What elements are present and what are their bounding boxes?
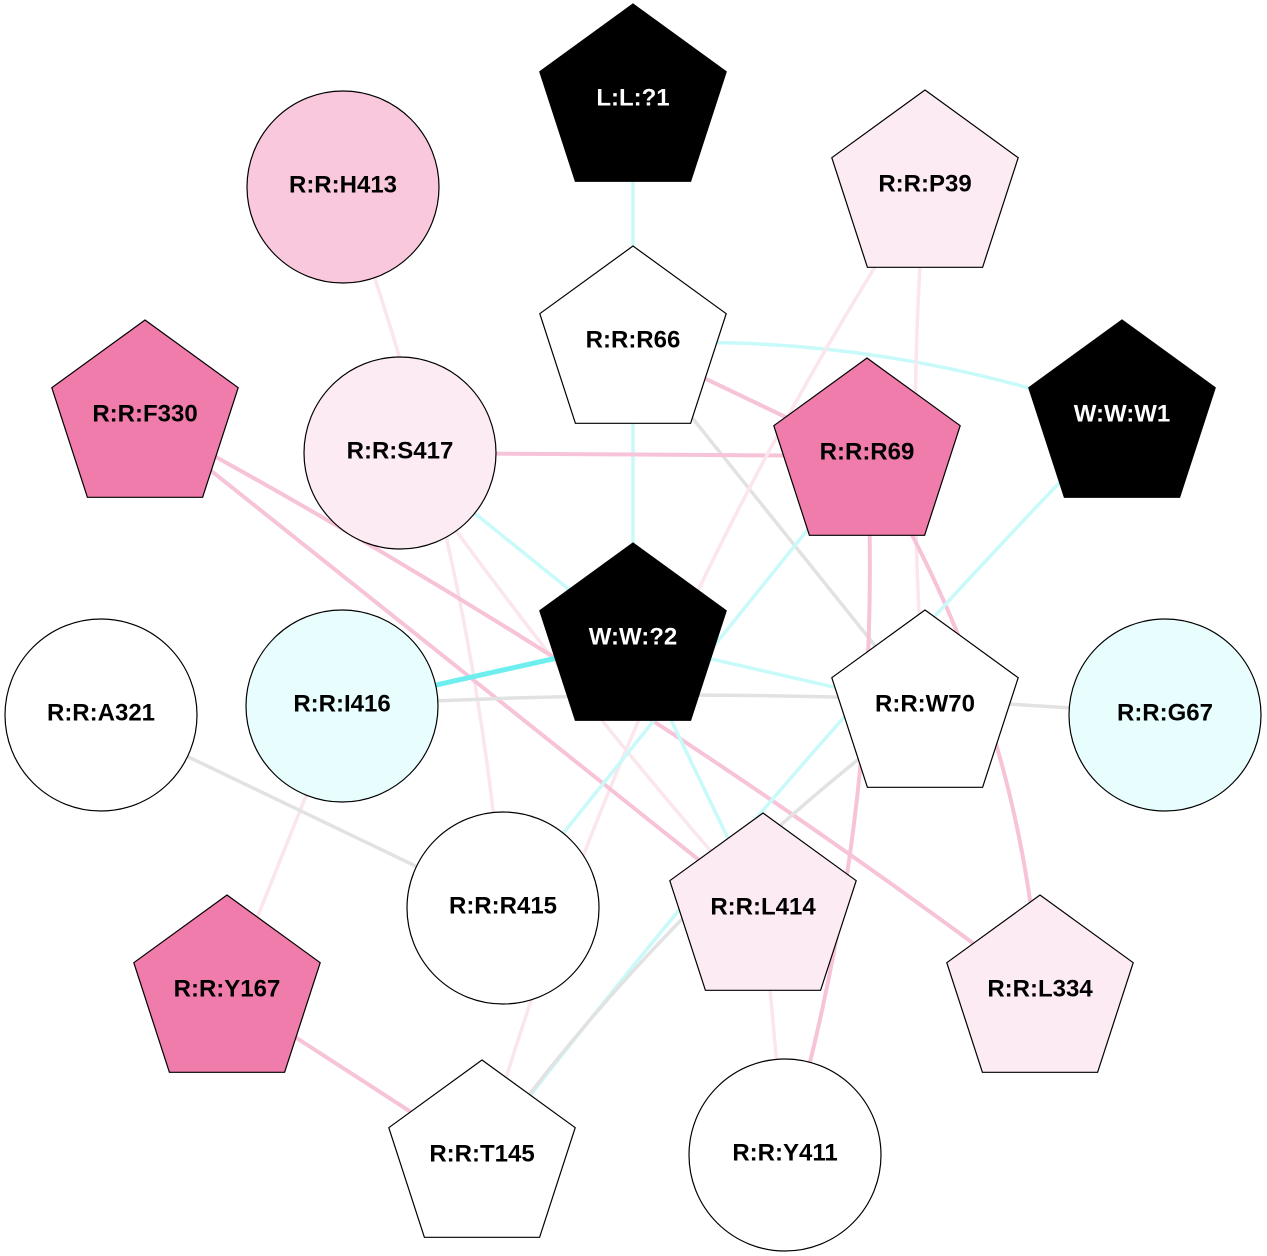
node-label: R:R:R415 xyxy=(449,893,557,920)
node-r-r-l334[interactable]: R:R:L334 xyxy=(946,894,1134,1073)
node-label: R:R:R69 xyxy=(820,439,915,466)
node-r-r-r415[interactable]: R:R:R415 xyxy=(406,811,600,1005)
node-label: R:R:H413 xyxy=(289,172,397,199)
node-r-r-s417[interactable]: R:R:S417 xyxy=(303,356,497,550)
node-r-r-r66[interactable]: R:R:R66 xyxy=(539,245,727,424)
circle-node-shape xyxy=(1068,618,1262,812)
node-label: R:R:I416 xyxy=(293,691,390,718)
pentagon-node-shape xyxy=(51,319,239,498)
pentagon-node-shape xyxy=(539,542,727,721)
node-r-r-r69[interactable]: R:R:R69 xyxy=(773,357,961,536)
pentagon-node-shape xyxy=(133,894,321,1073)
node-r-r-w70[interactable]: R:R:W70 xyxy=(831,609,1019,788)
node-r-r-y167[interactable]: R:R:Y167 xyxy=(133,894,321,1073)
circle-node-shape xyxy=(246,90,440,284)
pentagon-node-shape xyxy=(539,245,727,424)
pentagon-node-shape xyxy=(1028,319,1216,498)
node-r-r-a321[interactable]: R:R:A321 xyxy=(4,618,198,812)
node-r-r-l414[interactable]: R:R:L414 xyxy=(669,812,857,991)
pentagon-node-shape xyxy=(669,812,857,991)
node-w-w-w1[interactable]: W:W:W1 xyxy=(1028,319,1216,498)
node-label: R:R:G67 xyxy=(1117,700,1213,727)
node-r-r-i416[interactable]: R:R:I416 xyxy=(245,609,439,803)
node-label: R:R:L334 xyxy=(987,976,1093,1003)
node-label: R:R:A321 xyxy=(47,700,155,727)
edge-r-r-h413-to-r-r-r415 xyxy=(341,186,505,909)
node-label: W:W:W1 xyxy=(1074,401,1170,428)
pentagon-node-shape xyxy=(773,357,961,536)
node-label: R:R:Y167 xyxy=(174,976,281,1003)
node-l-l-1[interactable]: L:L:?1 xyxy=(539,3,727,182)
circle-node-shape xyxy=(4,618,198,812)
pentagon-node-shape xyxy=(831,89,1019,268)
edge-r-r-f330-to-r-r-l414 xyxy=(143,416,765,913)
circle-node-shape xyxy=(688,1058,882,1252)
node-label: L:L:?1 xyxy=(596,85,669,112)
circle-node-shape xyxy=(406,811,600,1005)
pentagon-node-shape xyxy=(831,609,1019,788)
node-label: R:R:F330 xyxy=(92,401,197,428)
node-label: R:R:R66 xyxy=(586,327,681,354)
node-label: W:W:?2 xyxy=(589,624,677,651)
pentagon-node-shape xyxy=(388,1059,576,1238)
node-label: R:R:L414 xyxy=(710,894,816,921)
circle-node-shape xyxy=(245,609,439,803)
node-label: R:R:T145 xyxy=(429,1141,534,1168)
node-r-r-y411[interactable]: R:R:Y411 xyxy=(688,1058,882,1252)
nodes-layer: L:L:?1R:R:H413 R:R:P39R:R:R66R:R:F330R:R:… xyxy=(4,3,1262,1252)
node-r-r-t145[interactable]: R:R:T145 xyxy=(388,1059,576,1238)
node-r-r-g67[interactable]: R:R:G67 xyxy=(1068,618,1262,812)
node-label: R:R:Y411 xyxy=(732,1140,837,1167)
node-r-r-p39[interactable]: R:R:P39 xyxy=(831,89,1019,268)
pentagon-node-shape xyxy=(539,3,727,182)
edge-r-r-i416-to-r-r-g67 xyxy=(341,693,1166,717)
node-r-r-f330[interactable]: R:R:F330 xyxy=(51,319,239,498)
circle-node-shape xyxy=(303,356,497,550)
node-w-w-2[interactable]: W:W:?2 xyxy=(539,542,727,721)
pentagon-node-shape xyxy=(946,894,1134,1073)
node-r-r-h413[interactable]: R:R:H413 xyxy=(246,90,440,284)
node-label: R:R:W70 xyxy=(875,691,975,718)
node-label: R:R:S417 xyxy=(347,438,454,465)
edge-r-r-r69-to-r-r-y411 xyxy=(783,455,872,1156)
node-label: R:R:P39 xyxy=(878,171,971,198)
